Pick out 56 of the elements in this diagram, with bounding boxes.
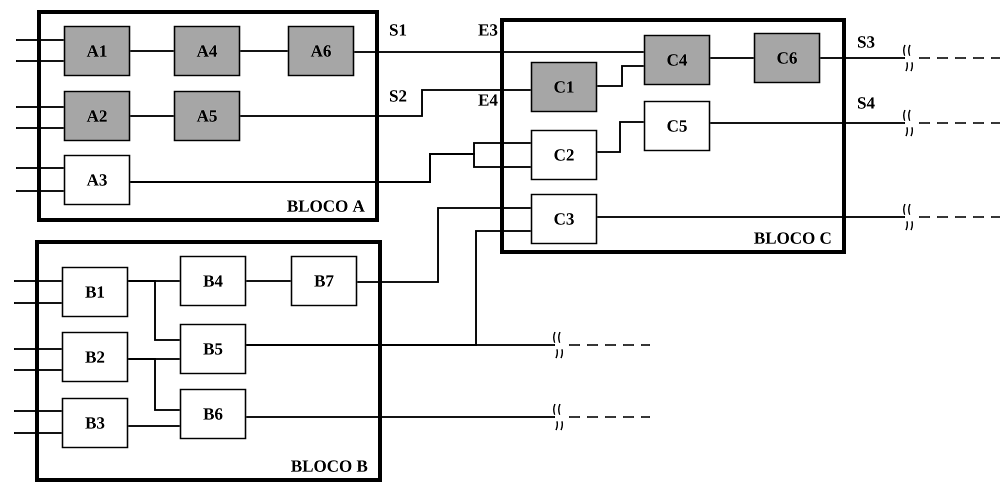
connector-line <box>128 425 180 427</box>
connector-line <box>14 369 62 371</box>
connector-line <box>14 410 62 412</box>
module-box: C5 <box>644 100 710 152</box>
connector-line <box>710 57 754 59</box>
connector-line <box>820 57 905 59</box>
connector-line <box>246 344 555 346</box>
connector-line <box>240 89 531 117</box>
connector-line <box>597 65 644 87</box>
connector-line <box>16 127 64 129</box>
signal-label: S2 <box>390 90 406 102</box>
module-box: A5 <box>174 90 240 142</box>
connector-line <box>14 302 62 304</box>
connector-line <box>16 39 64 41</box>
connector-line <box>16 60 64 62</box>
connector-line <box>14 432 62 434</box>
module-box: B3 <box>62 398 128 448</box>
module-box: B4 <box>180 256 246 306</box>
module-box: B1 <box>62 266 128 318</box>
module-box: A2 <box>64 90 130 142</box>
connector-line <box>710 122 905 124</box>
connector-line <box>130 115 174 117</box>
signal-label: S1 <box>390 24 406 36</box>
connector-line <box>14 348 62 350</box>
connector-line <box>128 280 180 341</box>
signal-label: E3 <box>478 24 498 36</box>
connector-line <box>597 216 905 218</box>
connector-line <box>246 280 291 282</box>
module-box: B7 <box>290 256 358 306</box>
connector-line <box>130 50 174 52</box>
connector-line <box>240 50 288 52</box>
connector-line <box>357 207 531 283</box>
module-box: A4 <box>174 26 240 76</box>
module-box: C4 <box>644 34 710 86</box>
module-box: B6 <box>180 388 246 440</box>
signal-label: S4 <box>858 97 875 109</box>
module-box: A3 <box>64 154 130 206</box>
signal-label: E4 <box>478 94 498 106</box>
module-box: B2 <box>62 332 128 382</box>
connector-line <box>597 121 644 153</box>
module-box: B5 <box>180 324 246 374</box>
connector-line <box>16 190 64 192</box>
module-box: A6 <box>288 26 354 76</box>
module-box: C2 <box>530 130 598 180</box>
module-box: C3 <box>530 194 598 244</box>
connector-line <box>16 106 64 108</box>
connector-line <box>246 416 555 418</box>
module-box: A1 <box>64 26 130 76</box>
connector-line <box>14 280 62 282</box>
module-box: C1 <box>530 62 598 112</box>
module-box: C6 <box>754 32 820 84</box>
signal-label: S3 <box>858 36 874 48</box>
connector-line <box>128 358 180 411</box>
connector-line <box>354 51 644 53</box>
connector-line <box>16 167 64 169</box>
connector-line <box>130 153 531 183</box>
